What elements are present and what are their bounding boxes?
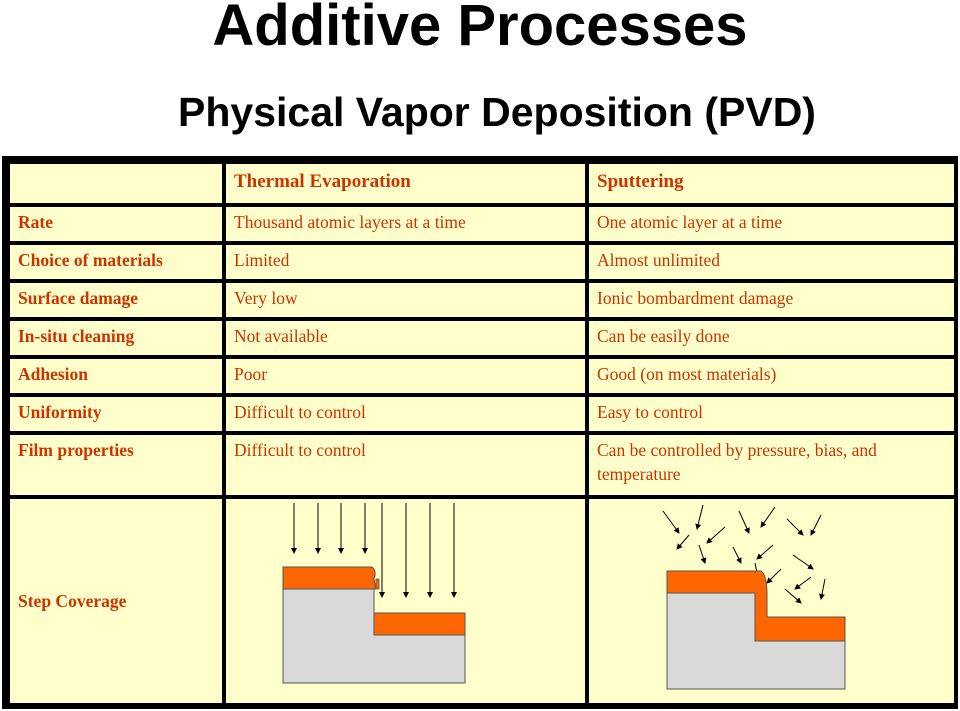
comparison-table-frame: Thermal Evaporation Sputtering Rate Thou… bbox=[2, 156, 958, 709]
row-label: Surface damage bbox=[10, 283, 222, 317]
sputtering-cell: Can be controlled by pressure, bias, and… bbox=[589, 435, 954, 495]
film-top bbox=[282, 566, 377, 590]
table-header-row: Thermal Evaporation Sputtering bbox=[10, 164, 954, 203]
film-bottom bbox=[373, 612, 466, 636]
row-label: Film properties bbox=[10, 435, 222, 495]
row-label: Choice of materials bbox=[10, 245, 222, 279]
step-coverage-label: Step Coverage bbox=[18, 591, 127, 611]
thermal-cell: Poor bbox=[226, 359, 585, 393]
row-label-cell: Step Coverage bbox=[10, 499, 222, 703]
page-title: Additive Processes bbox=[212, 0, 748, 58]
table-row: Adhesion Poor Good (on most materials) bbox=[10, 359, 954, 393]
sputtering-cell: One atomic layer at a time bbox=[589, 207, 954, 241]
sputtering-cell: Easy to control bbox=[589, 397, 954, 431]
comparison-table: Thermal Evaporation Sputtering Rate Thou… bbox=[6, 160, 958, 707]
sputtering-cell: Almost unlimited bbox=[589, 245, 954, 279]
table-row: Uniformity Difficult to control Easy to … bbox=[10, 397, 954, 431]
table-row: Choice of materials Limited Almost unlim… bbox=[10, 245, 954, 279]
row-label: Rate bbox=[10, 207, 222, 241]
table-row: Rate Thousand atomic layers at a time On… bbox=[10, 207, 954, 241]
sputtering-step-diagram-cell bbox=[589, 499, 954, 703]
thermal-cell: Not available bbox=[226, 321, 585, 355]
flux-arrows-vertical bbox=[291, 503, 457, 598]
table-row: In-situ cleaning Not available Can be ea… bbox=[10, 321, 954, 355]
thermal-cell: Difficult to control bbox=[226, 397, 585, 431]
row-label: In-situ cleaning bbox=[10, 321, 222, 355]
thermal-cell: Difficult to control bbox=[226, 435, 585, 495]
thermal-step-diagram-cell bbox=[226, 499, 585, 703]
column-header-empty bbox=[10, 164, 222, 203]
column-header-sputtering: Sputtering bbox=[589, 164, 954, 203]
table-row: Surface damage Very low Ionic bombardmen… bbox=[10, 283, 954, 317]
step-coverage-row: Step Coverage bbox=[10, 499, 954, 703]
sputtering-step-diagram bbox=[662, 504, 846, 690]
row-label: Uniformity bbox=[10, 397, 222, 431]
thermal-cell: Thousand atomic layers at a time bbox=[226, 207, 585, 241]
column-header-thermal: Thermal Evaporation bbox=[226, 164, 585, 203]
thermal-step-diagram bbox=[282, 503, 466, 684]
page-subtitle: Physical Vapor Deposition (PVD) bbox=[178, 89, 816, 135]
thermal-cell: Limited bbox=[226, 245, 585, 279]
table-row: Film properties Difficult to control Can… bbox=[10, 435, 954, 495]
sputtering-cell: Ionic bombardment damage bbox=[589, 283, 954, 317]
thermal-cell: Very low bbox=[226, 283, 585, 317]
film-conformal bbox=[666, 570, 846, 642]
sputtering-cell: Can be easily done bbox=[589, 321, 954, 355]
sputtering-cell: Good (on most materials) bbox=[589, 359, 954, 393]
substrate-step bbox=[282, 588, 466, 684]
row-label: Adhesion bbox=[10, 359, 222, 393]
